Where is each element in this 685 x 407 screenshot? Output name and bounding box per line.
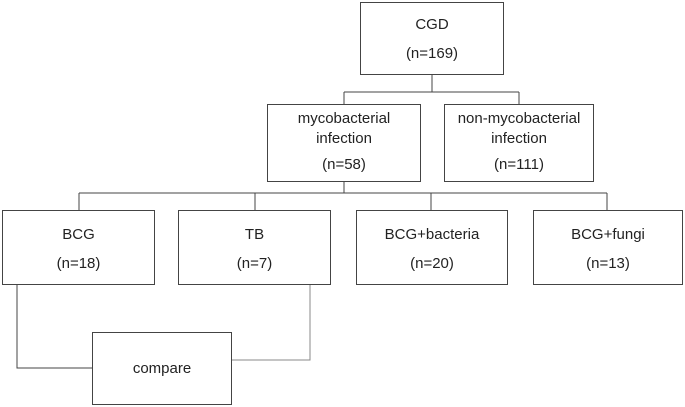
node-cgd-count: (n=169): [405, 45, 459, 62]
node-cgd: CGD (n=169): [360, 2, 504, 75]
node-myco-title-line1: mycobacterial: [297, 110, 391, 127]
node-nonmyco-count: (n=111): [494, 156, 544, 173]
node-tb: TB (n=7): [178, 210, 331, 285]
node-bcg-title: BCG: [62, 226, 95, 243]
node-compare: compare: [92, 332, 232, 405]
node-tb-count: (n=7): [236, 255, 273, 272]
node-compare-title: compare: [132, 360, 192, 377]
node-myco-title-line2: infection: [316, 130, 372, 147]
node-bcg-bacteria: BCG+bacteria (n=20): [356, 210, 508, 285]
node-bcg-fungi: BCG+fungi (n=13): [533, 210, 683, 285]
node-nonmyco-title-line2: infection: [491, 130, 547, 147]
node-bcg: BCG (n=18): [2, 210, 155, 285]
node-tb-title: TB: [244, 226, 265, 243]
node-non-mycobacterial-infection: non-mycobacterial infection (n=111): [444, 104, 594, 182]
node-cgd-title: CGD: [415, 16, 449, 33]
node-bcg-fungi-title: BCG+fungi: [571, 226, 645, 243]
node-bcg-count: (n=18): [56, 255, 101, 272]
connector-bcg-compare: [16, 285, 92, 369]
connector-tb-compare: [232, 285, 311, 361]
node-bcg-bacteria-title: BCG+bacteria: [384, 226, 480, 243]
node-bcg-bacteria-count: (n=20): [410, 255, 454, 272]
node-mycobacterial-infection: mycobacterial infection (n=58): [267, 104, 421, 182]
node-nonmyco-title-line1: non-mycobacterial: [457, 110, 581, 127]
node-bcg-fungi-count: (n=13): [586, 255, 630, 272]
node-myco-count: (n=58): [322, 156, 366, 173]
